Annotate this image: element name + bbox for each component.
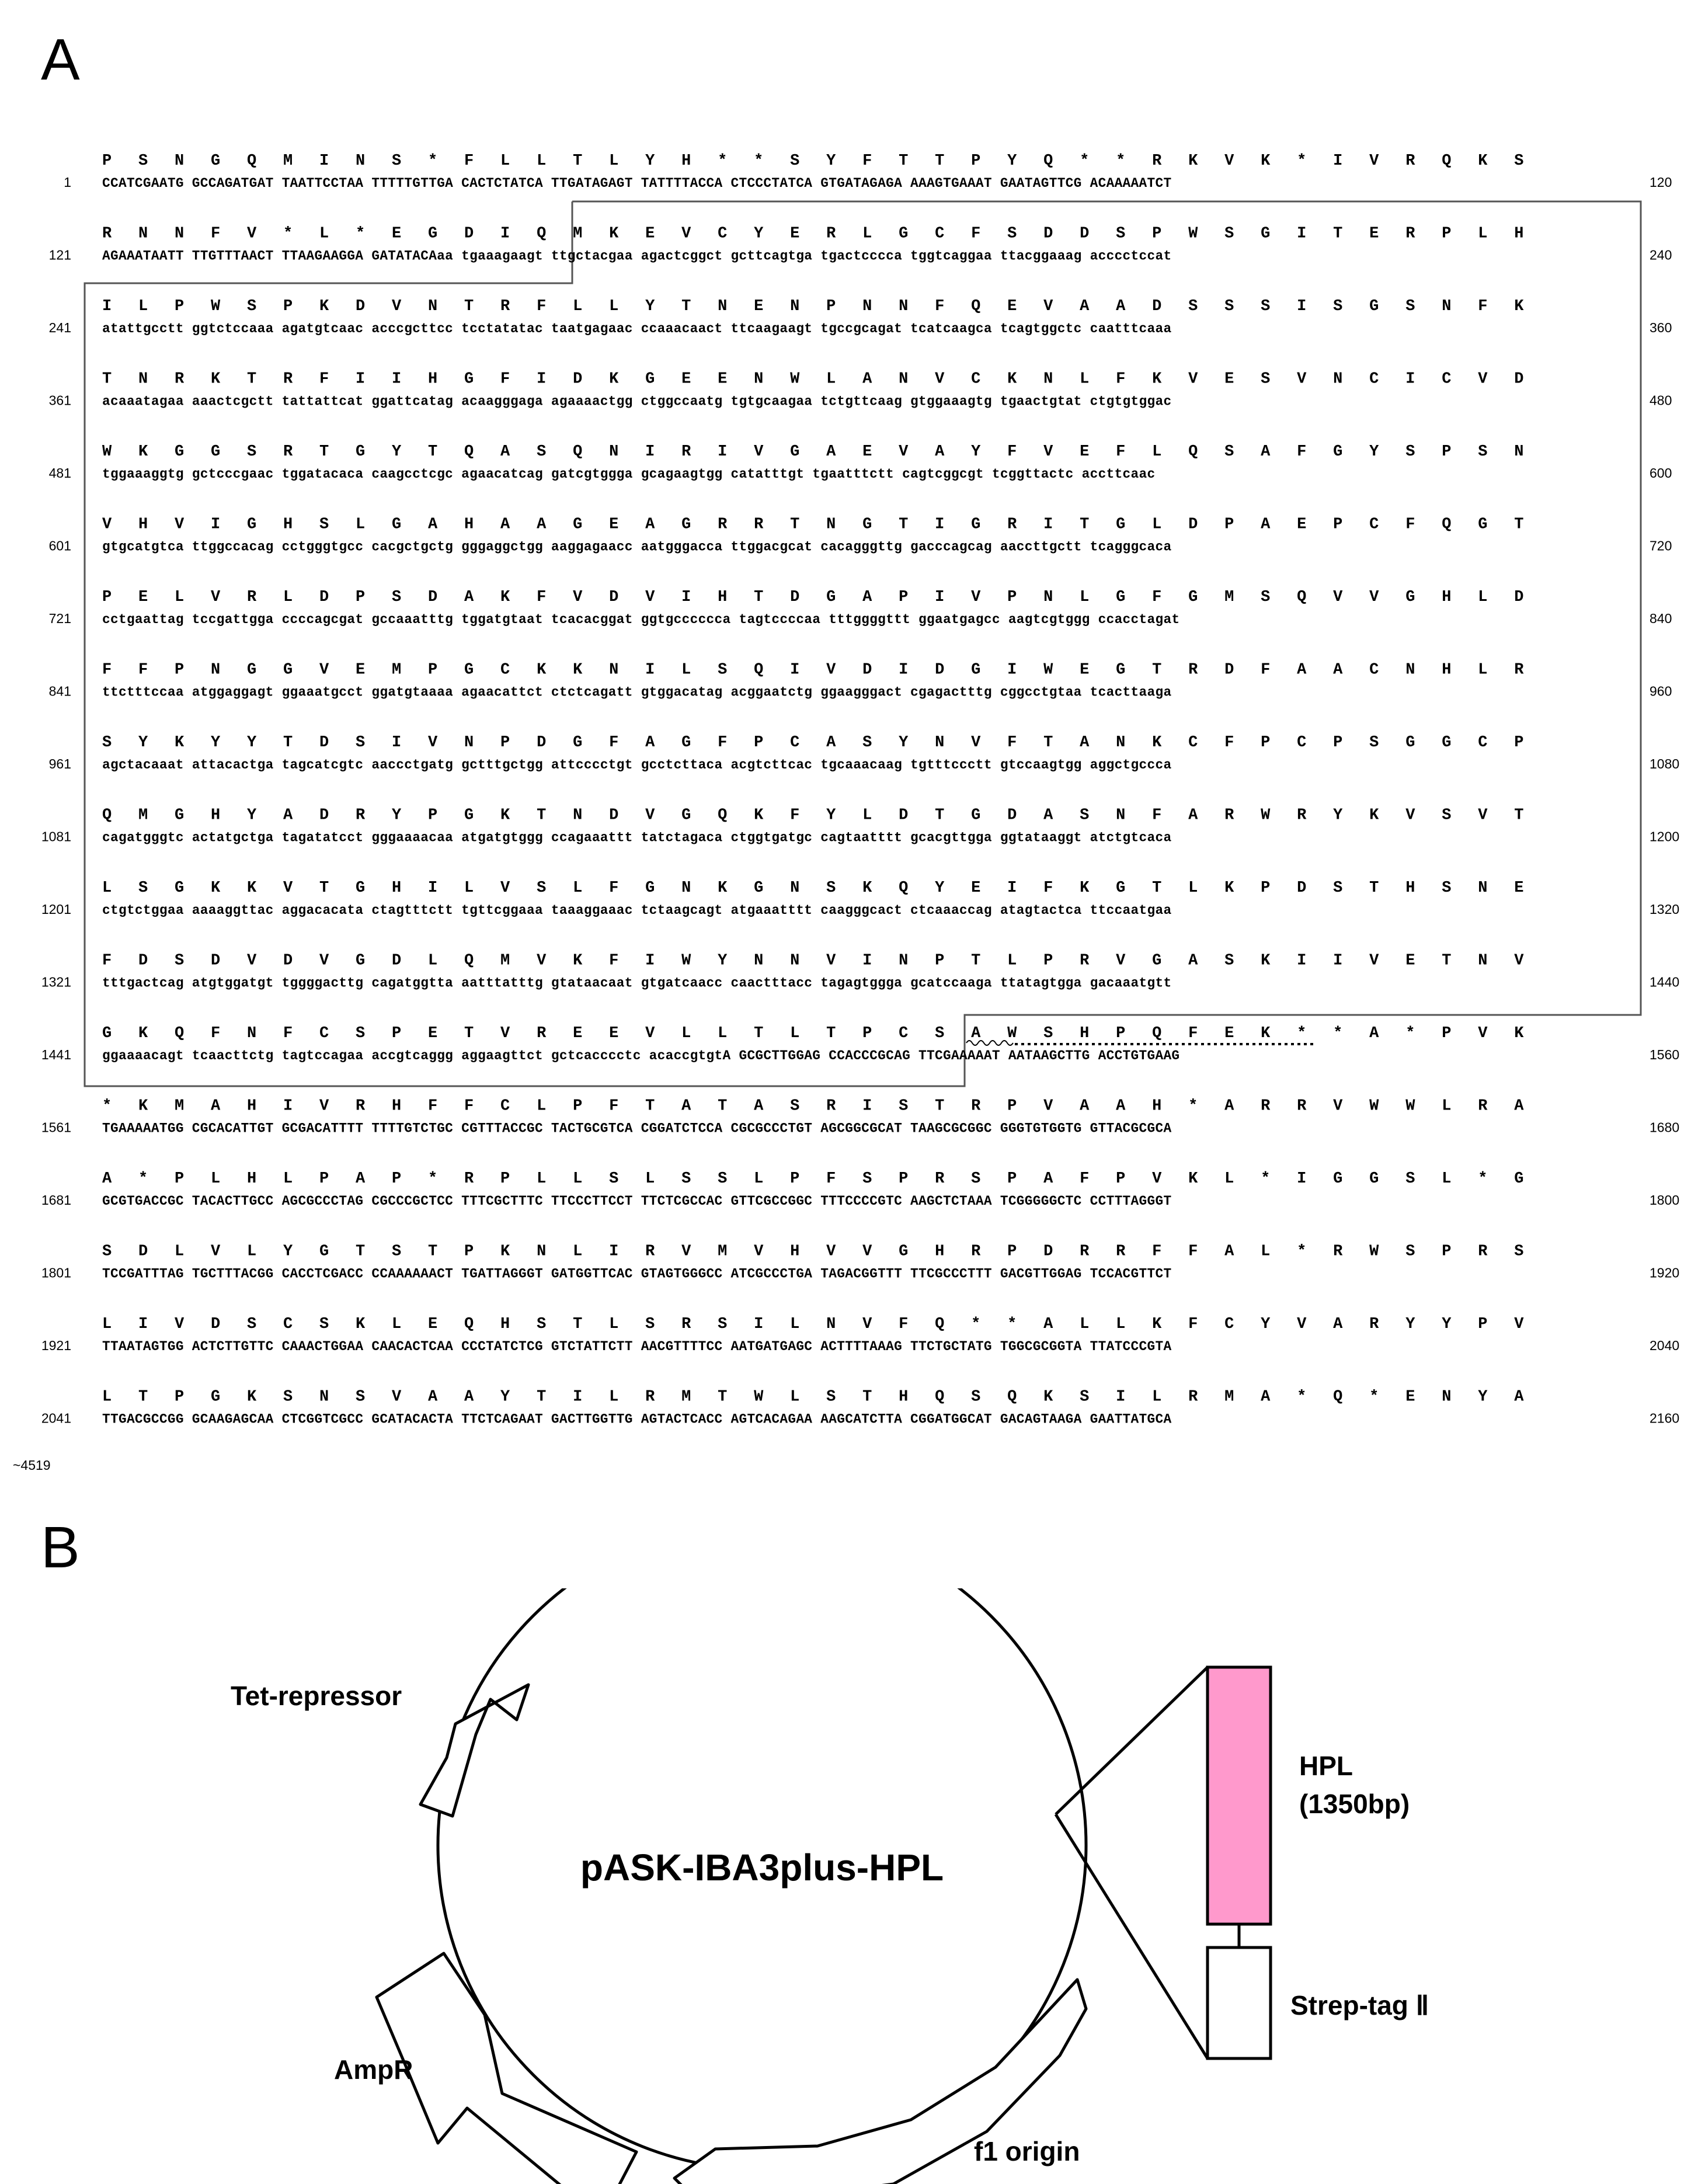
amino-acid-line: T N R K T R F I I H G F I D K G E E N W … <box>102 371 1532 388</box>
amino-acid-line: P E L V R L D P S D A K F V D V I H T D … <box>102 589 1532 606</box>
hpl-length-label: (1350bp) <box>1299 1789 1410 1819</box>
row-end-position: 1680 <box>1650 1120 1679 1135</box>
amino-acid-line: F F P N G G V E M P G C K K N I L S Q I … <box>102 662 1532 679</box>
row-start-position: 2041 <box>41 1411 71 1426</box>
nucleotide-line: ggaaaacagt tcaacttctg tagtccagaa accgtca… <box>102 1048 1179 1063</box>
nucleotide-line: ctgtctggaa aaaaggttac aggacacata ctagttt… <box>102 903 1171 918</box>
amino-acid-line: Q M G H Y A D R Y P G K T N D V G Q K F … <box>102 807 1532 825</box>
panel-label-b: B <box>41 1515 80 1580</box>
row-end-position: 360 <box>1650 320 1672 335</box>
amino-acid-line: A * P L H L P A P * R P L L S L S S L P … <box>102 1170 1532 1188</box>
row-end-position: 2160 <box>1650 1411 1679 1426</box>
row-start-position: 721 <box>49 611 71 626</box>
nucleotide-line: cctgaattag tccgattgga ccccagcgat gccaaat… <box>102 612 1179 627</box>
row-end-position: 480 <box>1650 393 1672 408</box>
row-start-position: 1321 <box>41 975 71 990</box>
row-end-position: 1080 <box>1650 756 1679 771</box>
plasmid-name: pASK-IBA3plus-HPL <box>580 1846 944 1889</box>
amino-acid-line: L T P G K S N S V A A Y T I L R M T W L … <box>102 1389 1532 1406</box>
sequence-panel: P S N G Q M I N S * F L L T L Y H * * S … <box>13 152 1679 1473</box>
panel-label-a: A <box>41 27 80 92</box>
amino-acid-line: I L P W S P K D V N T R F L L Y T N E N … <box>102 298 1532 315</box>
hpl-label: HPL <box>1299 1751 1353 1781</box>
f1-origin-label: f1 origin <box>974 2136 1080 2166</box>
sequence-alignment: P S N G Q M I N S * F L L T L Y H * * S … <box>13 152 1679 1473</box>
row-start-position: 961 <box>49 756 71 771</box>
row-end-position: 1440 <box>1650 975 1679 990</box>
row-end-position: 840 <box>1650 611 1672 626</box>
row-start-position: 1 <box>64 175 71 190</box>
nucleotide-line: cagatgggtc actatgctga tagatatcct gggaaaa… <box>102 830 1171 846</box>
row-start-position: 601 <box>49 538 71 554</box>
nucleotide-line: TTAATAGTGG ACTCTTGTTC CAAACTGGAA CAACACT… <box>102 1339 1171 1354</box>
amino-acid-line: L S G K K V T G H I L V S L F G N K G N … <box>102 879 1532 897</box>
row-start-position: 1921 <box>41 1338 71 1353</box>
insert-zoom-line-bottom <box>1054 1813 1209 2060</box>
row-end-position: 1320 <box>1650 902 1679 917</box>
nucleotide-line: CCATCGAATG GCCAGATGAT TAATTCCTAA TTTTTGT… <box>102 176 1171 191</box>
amino-acid-line: L I V D S C S K L E Q H S T L S R S I L … <box>102 1316 1532 1333</box>
strep-tag-block <box>1206 1946 1272 2060</box>
f1-origin-arrow <box>673 1978 1088 2184</box>
row-end-position: 1920 <box>1650 1265 1679 1281</box>
nucleotide-line: AGAAATAATT TTGTTTAACT TTAAGAAGGA GATATAC… <box>102 249 1171 264</box>
amino-acid-line: * K M A H I V R H F F C L P F T A T A S … <box>102 1098 1532 1115</box>
hpl-insert-block <box>1206 1665 1272 1926</box>
amino-acid-line: W K G G S R T G Y T Q A S Q N I R I V G … <box>102 443 1532 461</box>
row-end-position: 600 <box>1650 465 1672 481</box>
row-end-position: 960 <box>1650 684 1672 699</box>
amino-acid-line: P S N G Q M I N S * F L L T L Y H * * S … <box>102 152 1532 170</box>
nucleotide-line: atattgcctt ggtctccaaa agatgtcaac acccgct… <box>102 321 1171 336</box>
row-end-position: 1200 <box>1650 829 1679 844</box>
amino-acid-line: G K Q F N F C S P E T V R E E V L L T L … <box>102 1025 1532 1042</box>
row-start-position: 121 <box>49 248 71 263</box>
nucleotide-line: tggaaaggtg gctcccgaac tggatacaca caagcct… <box>102 467 1155 482</box>
amino-acid-line: S D L V L Y G T S T P K N L I R V M V H … <box>102 1243 1532 1261</box>
nucleotide-line: gtgcatgtca ttggccacag cctgggtgcc cacgctg… <box>102 540 1171 555</box>
nucleotide-line: GCGTGACCGC TACACTTGCC AGCGCCCTAG CGCCCGC… <box>102 1194 1171 1209</box>
row-start-position: 1801 <box>41 1265 71 1281</box>
sequence-length-footnote: ~4519 <box>13 1458 51 1473</box>
row-start-position: 1081 <box>41 829 71 844</box>
row-start-position: 1201 <box>41 902 71 917</box>
row-start-position: 841 <box>49 684 71 699</box>
strep-tag-label: Strep-tag Ⅱ <box>1290 1990 1429 2020</box>
amino-acid-line: R N N F V * L * E G D I Q M K E V C Y E … <box>102 225 1532 243</box>
row-start-position: 1441 <box>41 1047 71 1062</box>
amino-acid-line: S Y K Y Y T D S I V N P D G F A G F P C … <box>102 734 1532 752</box>
plasmid-map: pASK-IBA3plus-HPL Tet-repressor AmpR f1 … <box>231 1588 1429 2184</box>
row-start-position: 1561 <box>41 1120 71 1135</box>
strep-tag-wavy-marker <box>966 1040 1014 1046</box>
ampr-arrow <box>375 1952 638 2184</box>
row-end-position: 2040 <box>1650 1338 1679 1353</box>
row-end-position: 1560 <box>1650 1047 1679 1062</box>
row-end-position: 240 <box>1650 248 1672 263</box>
row-end-position: 120 <box>1650 175 1672 190</box>
amino-acid-line: V H V I G H S L G A H A A G E A G R R T … <box>102 516 1532 534</box>
nucleotide-line: ttctttccaa atggaggagt ggaaatgcct ggatgta… <box>102 685 1171 700</box>
row-start-position: 1681 <box>41 1192 71 1208</box>
nucleotide-line: agctacaaat attacactga tagcatcgtc aaccctg… <box>102 757 1171 773</box>
amino-acid-line: F D S D V D V G D L Q M V K F I W Y N N … <box>102 952 1532 970</box>
row-start-position: 241 <box>49 320 71 335</box>
row-end-position: 1800 <box>1650 1192 1679 1208</box>
nucleotide-line: TTGACGCCGG GCAAGAGCAA CTCGGTCGCC GCATACA… <box>102 1412 1171 1427</box>
orf-box <box>83 200 1642 1087</box>
tet-repressor-label: Tet-repressor <box>231 1681 402 1711</box>
row-start-position: 481 <box>49 465 71 481</box>
insert-zoom-line-top <box>1055 1666 1209 1816</box>
row-end-position: 720 <box>1650 538 1672 554</box>
nucleotide-line: TCCGATTTAG TGCTTTACGG CACCTCGACC CCAAAAA… <box>102 1267 1171 1282</box>
ampr-label: AmpR <box>334 2054 413 2085</box>
nucleotide-line: tttgactcag atgtggatgt tggggacttg cagatgg… <box>102 976 1171 991</box>
nucleotide-line: TGAAAAATGG CGCACATTGT GCGACATTTT TTTTGTC… <box>102 1121 1171 1136</box>
row-start-position: 361 <box>49 393 71 408</box>
nucleotide-line: acaaatagaa aaactcgctt tattattcat ggattca… <box>102 394 1171 409</box>
tet-repressor-arrow <box>419 1683 530 1818</box>
